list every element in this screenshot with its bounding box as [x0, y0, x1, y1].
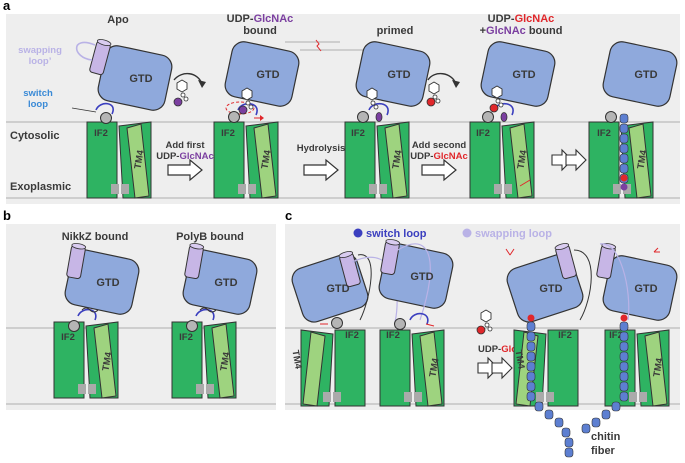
label-udp-glcnac-bound: UDP-GlcNAc: [227, 13, 294, 25]
panel-a: a Apo swapping loop’ switch loop Cytosol…: [3, 0, 680, 204]
label-chitin: chitin: [591, 431, 621, 443]
label-if2: IF2: [94, 128, 108, 139]
apo-state: IF2 GTD TM4: [71, 37, 175, 199]
label-add-second: Add second: [412, 140, 467, 151]
label-if2: IF2: [179, 332, 193, 343]
label-if2: IF2: [476, 128, 490, 139]
label-gtd: GTD: [512, 69, 535, 81]
legend-switch-loop-dot: [353, 228, 363, 238]
label-gtd: GTD: [96, 277, 119, 289]
label-tm4: TM4: [218, 351, 232, 372]
label-if2: IF2: [609, 330, 623, 341]
incoming-udp-glcnac-2: [426, 73, 460, 107]
legend-swapping-loop: swapping loop: [475, 228, 552, 240]
nikkz-bound-state: IF2 GTD TM4: [53, 242, 142, 399]
red-glcnac: [476, 325, 486, 335]
label-gtd: GTD: [410, 271, 433, 283]
panel-b-letter: b: [3, 208, 11, 223]
double-bound-state: IF2 GTD TM4: [469, 38, 558, 199]
panel-c: c switch loop swapping loop TM4 GTD IF2: [285, 208, 680, 458]
label-tm4: TM4: [390, 149, 404, 170]
label-tm4: TM4: [515, 149, 529, 170]
label-tm4: TM4: [132, 149, 146, 170]
label-if2: IF2: [61, 332, 75, 343]
label-bound: bound: [243, 25, 277, 37]
label-if2: IF2: [345, 330, 359, 341]
label-if2: IF2: [351, 128, 365, 139]
chitin-chain: [526, 321, 629, 458]
label-tm4: TM4: [289, 349, 303, 370]
label-gtd: GTD: [634, 283, 657, 295]
label-swapping-loop-2: loop’: [29, 56, 52, 67]
label-tm4: TM4: [635, 149, 649, 170]
label-add-first: Add first: [165, 140, 205, 151]
label-if2: IF2: [558, 330, 572, 341]
panel-c-letter: c: [285, 208, 292, 223]
label-gtd: GTD: [129, 73, 152, 85]
label-if2: IF2: [386, 330, 400, 341]
label-gtd: GTD: [326, 283, 349, 295]
label-fiber: fiber: [591, 445, 616, 457]
dimer-elongating: TM4 GTD IF2 IF2 GTD TM4: [503, 241, 680, 458]
label-nikkz-bound: NikkZ bound: [62, 231, 129, 243]
label-double-bound-2: +GlcNAc bound: [480, 25, 563, 37]
udp-bound-state: IF2 GTD TM4: [213, 38, 302, 199]
label-switch-loop-2: loop: [28, 99, 48, 110]
label-gtd: GTD: [634, 69, 657, 81]
label-cytosolic: Cytosolic: [10, 130, 60, 142]
label-primed: primed: [377, 25, 414, 37]
label-double-bound-1: UDP-GlcNAc: [488, 13, 555, 25]
primed-state: IF2 GTD TM4: [344, 38, 433, 199]
label-add-second-udp: UDP-GlcNAc: [410, 151, 468, 162]
label-swapping-loop: swapping: [18, 45, 62, 56]
label-tm4: TM4: [259, 149, 273, 170]
label-apo: Apo: [107, 14, 129, 26]
panel-b: b NikkZ bound PolyB bound IF2 GTD TM4 IF…: [3, 208, 276, 410]
panel-a-letter: a: [3, 0, 11, 13]
label-tm4: TM4: [512, 349, 526, 370]
label-gtd: GTD: [387, 69, 410, 81]
label-gtd: GTD: [256, 69, 279, 81]
label-gtd: GTD: [539, 283, 562, 295]
label-switch-loop: switch: [23, 88, 53, 99]
label-exoplasmic: Exoplasmic: [10, 181, 71, 193]
label-polyb-bound: PolyB bound: [176, 231, 244, 243]
label-if2: IF2: [597, 128, 611, 139]
legend-swapping-loop-dot: [462, 228, 472, 238]
dimer-primed: TM4 GTD IF2 IF2 GTD TM4: [288, 238, 456, 407]
label-gtd: GTD: [214, 277, 237, 289]
legend-switch-loop: switch loop: [366, 228, 427, 240]
label-tm4: TM4: [427, 357, 441, 378]
incoming-udp-glcnac-1: [173, 73, 206, 107]
label-if2: IF2: [221, 128, 235, 139]
label-hydrolysis: Hydrolysis: [297, 143, 346, 154]
polyb-bound-state: IF2 GTD TM4: [171, 242, 260, 399]
label-tm4: TM4: [100, 351, 114, 372]
label-tm4: TM4: [651, 357, 665, 378]
red-motion-arrow: [315, 39, 322, 52]
label-add-first-udp: UDP-GlcNAc: [156, 151, 214, 162]
elongation-state: IF2 GTD TM4: [588, 38, 680, 199]
